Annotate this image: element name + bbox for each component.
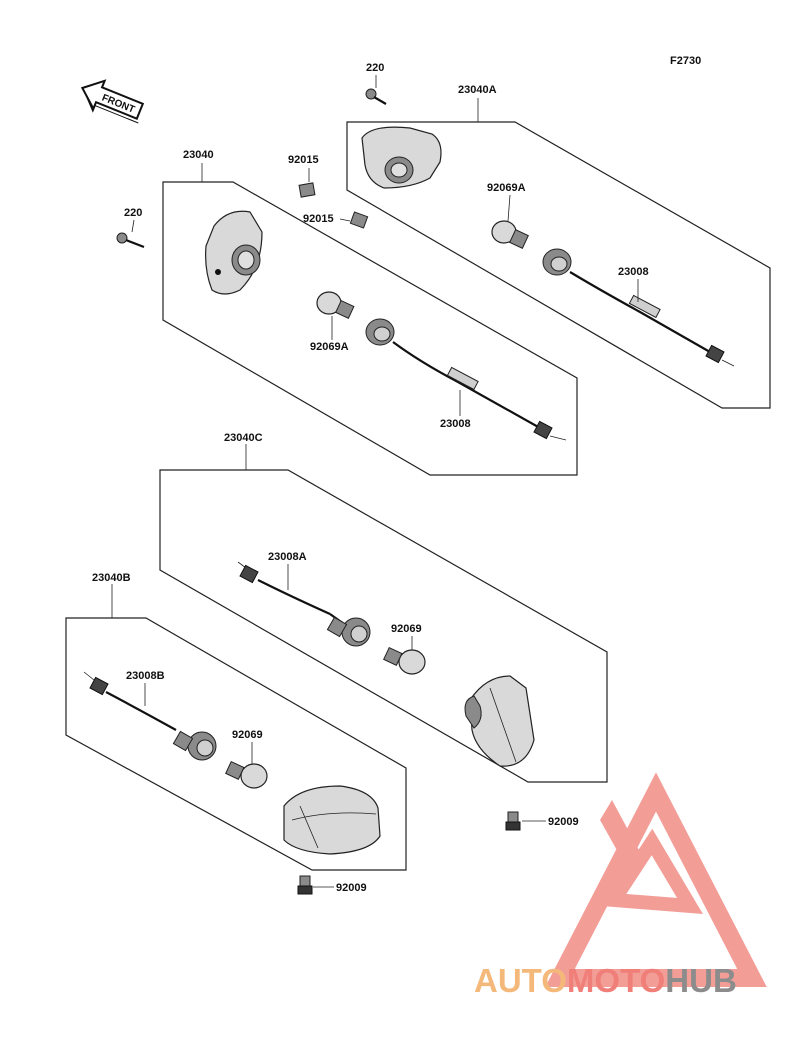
watermark-hub: HUB xyxy=(665,962,737,999)
bulb-92069A-left xyxy=(316,291,355,319)
assembly-23040B: 23040B 23008B 92069 xyxy=(65,572,407,871)
label-92069A-left: 92069A xyxy=(310,341,349,353)
screw-220-top: 220 xyxy=(365,62,387,105)
front-arrow-icon: FRONT xyxy=(80,79,145,124)
watermark-text: AUTOMOTOHUB xyxy=(474,962,737,999)
assembly-23040C: 23040C 23008A 92069 xyxy=(159,432,608,783)
harness-23008-left xyxy=(365,318,567,441)
label-23008A: 23008A xyxy=(268,551,307,563)
label-92069-c: 92069 xyxy=(391,623,422,635)
label-23040B: 23040B xyxy=(92,572,131,584)
label-220-top: 220 xyxy=(366,62,384,74)
harness-23008B xyxy=(83,671,217,761)
label-23008B: 23008B xyxy=(126,670,165,682)
bulb-92069-c xyxy=(383,646,426,675)
label-23008-left: 23008 xyxy=(440,418,471,430)
label-92009-bottom: 92009 xyxy=(336,882,367,894)
label-23040: 23040 xyxy=(183,149,214,161)
screw-92009-right: 92009 xyxy=(505,811,579,831)
label-92009-right: 92009 xyxy=(548,816,579,828)
label-23008-top: 23008 xyxy=(618,266,649,278)
lens-housing-23040 xyxy=(205,210,263,295)
bulb-92069-b xyxy=(225,760,268,789)
watermark-logo-icon xyxy=(545,772,767,987)
harness-23008A xyxy=(237,561,371,647)
label-92069A-top: 92069A xyxy=(487,182,526,194)
watermark-auto: AUTO xyxy=(474,962,567,999)
nut-92015-b: 92015 xyxy=(303,211,369,229)
nut-92015-a: 92015 xyxy=(288,154,319,198)
bulb-92069A-top xyxy=(491,220,529,249)
lens-23040C xyxy=(464,675,535,767)
label-220-left: 220 xyxy=(124,207,142,219)
label-92069-b: 92069 xyxy=(232,729,263,741)
label-23040C: 23040C xyxy=(224,432,263,444)
assembly-23040: 23040 92069A 23008 xyxy=(162,149,578,476)
label-92015-a: 92015 xyxy=(288,154,319,166)
label-92015-b: 92015 xyxy=(303,213,334,225)
screw-92009-bottom: 92009 xyxy=(297,875,367,895)
screw-220-left: 220 xyxy=(116,207,145,249)
lens-23040B xyxy=(283,785,381,855)
harness-23008-top xyxy=(542,248,735,367)
assembly-23040A: 23040A 92069A 23008 xyxy=(346,84,771,409)
label-23040A: 23040A xyxy=(458,84,497,96)
watermark-moto: MOTO xyxy=(567,962,665,999)
lens-housing-23040A xyxy=(361,126,442,189)
figure-code: F2730 xyxy=(670,55,701,67)
